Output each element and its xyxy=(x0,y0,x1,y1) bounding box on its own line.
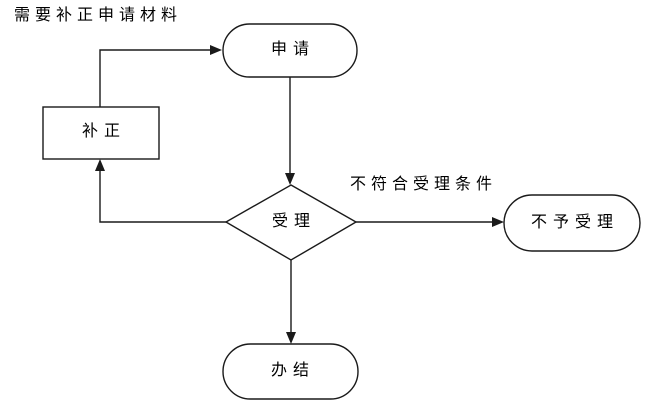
need-supplement-annotation: 需要补正申请材料 xyxy=(14,7,183,24)
accept-decision-shape xyxy=(224,184,358,261)
complete-node-shape xyxy=(222,343,359,400)
reject-condition-annotation: 不符合受理条件 xyxy=(350,176,498,193)
complete-node-label: 办结 xyxy=(270,362,316,379)
arrowhead-into-complete xyxy=(286,332,296,344)
accept-node-label: 受理 xyxy=(271,213,317,230)
apply-node-label: 申请 xyxy=(270,41,316,58)
arrowhead-into-supplement xyxy=(95,159,105,171)
supplement-node-shape xyxy=(42,106,160,160)
apply-node-shape xyxy=(222,23,358,78)
arrowhead-into-apply xyxy=(210,45,222,55)
arrowhead-into-reject xyxy=(492,217,504,227)
reject-node-label: 不予受理 xyxy=(530,214,620,231)
arrowhead-into-accept xyxy=(285,173,295,185)
reject-node-shape xyxy=(503,194,641,252)
supplement-node-label: 补正 xyxy=(81,123,127,140)
edge-accept-to-supplement xyxy=(99,170,226,223)
edge-supplement-to-apply xyxy=(99,49,210,107)
